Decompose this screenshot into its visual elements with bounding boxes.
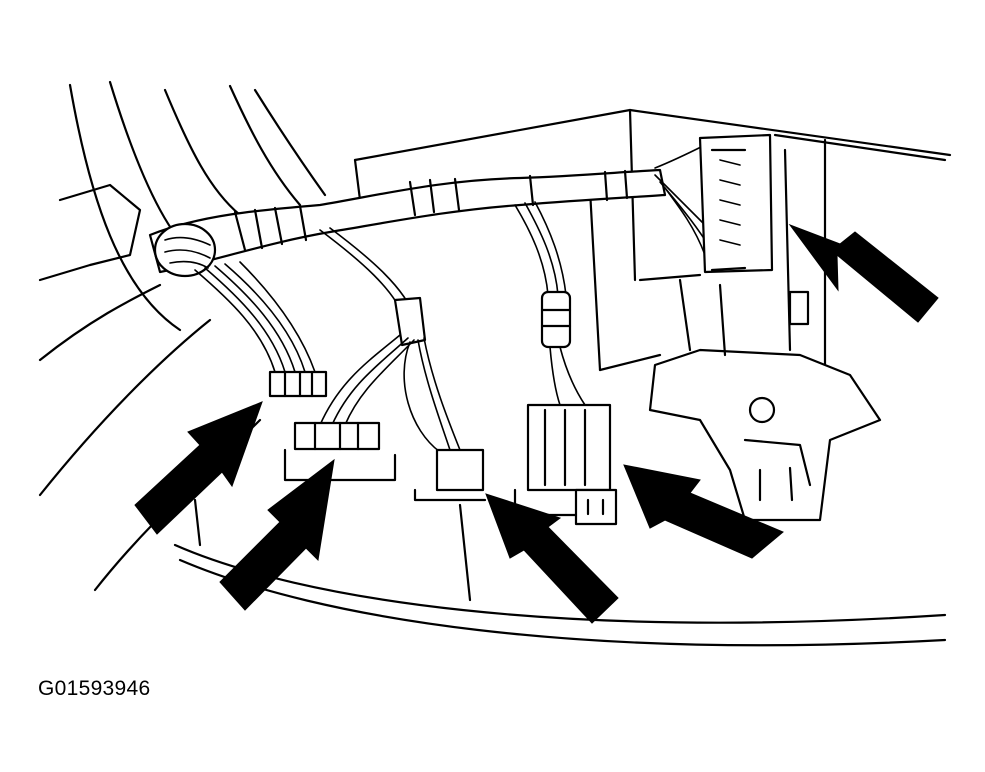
connector-4: [526, 403, 612, 492]
main-harness: [148, 168, 667, 278]
branch-4: [514, 201, 586, 406]
arrow-connector-1-callout: [134, 401, 263, 535]
arrow-connector-4-callout: [623, 464, 784, 559]
connector-1: [268, 370, 328, 398]
connector-3: [435, 448, 485, 492]
connector-2: [293, 421, 381, 451]
branch-5: [654, 144, 706, 256]
arrow-connector-2-callout: [219, 458, 335, 611]
arrow-connector-3-callout: [485, 493, 619, 624]
branch-2-3: [319, 227, 461, 453]
arrow-connector-5-callout: [788, 223, 939, 323]
branch-1: [194, 261, 316, 373]
dash-panels: [38, 80, 952, 647]
figure-code: G01593946: [38, 677, 151, 700]
